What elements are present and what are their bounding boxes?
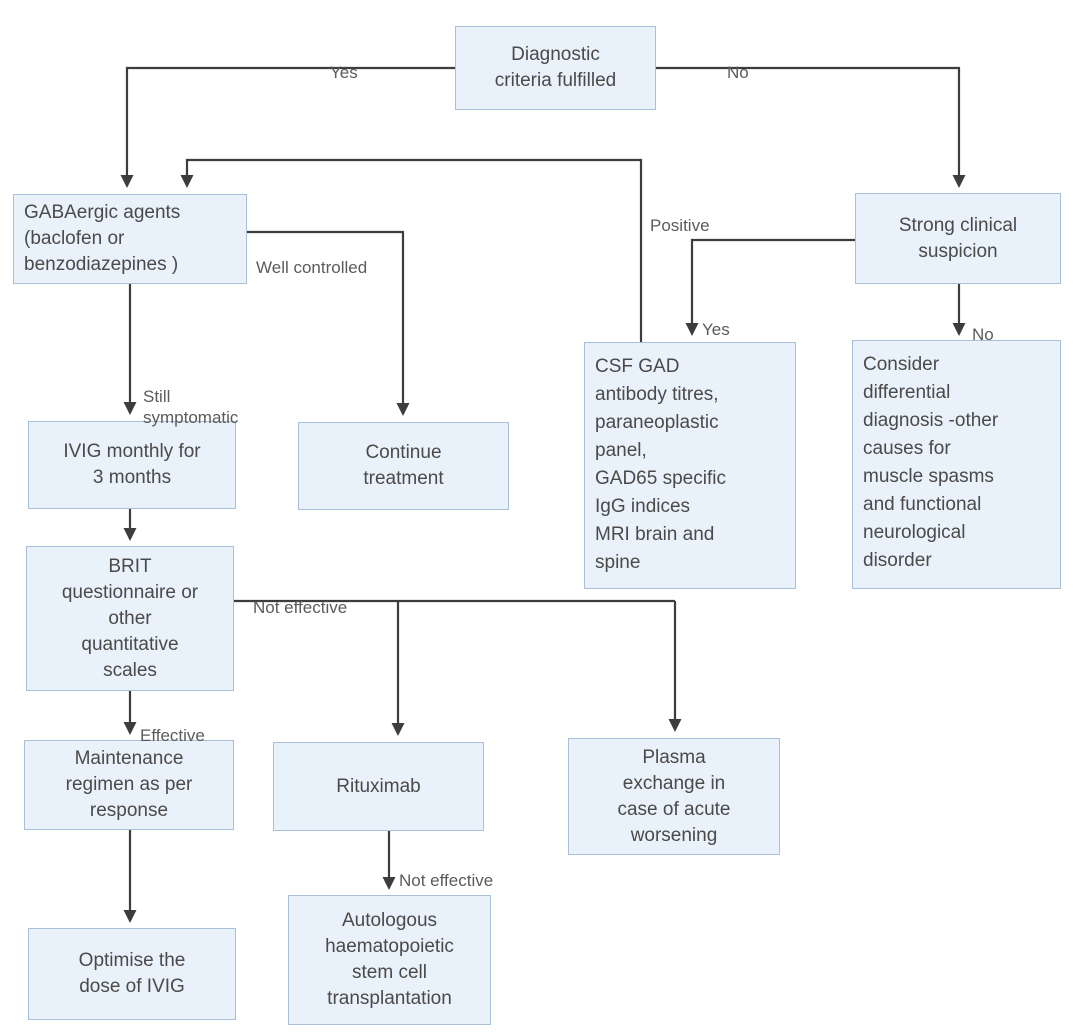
node-label: Maintenance regimen as per response bbox=[65, 748, 193, 821]
edge-label-text: Positive bbox=[650, 216, 710, 235]
node-label: BRIT questionnaire or other quantitative… bbox=[61, 555, 199, 681]
node-gabaergic-agents[interactable]: GABAergic agents (baclofen or benzodiaze… bbox=[13, 194, 247, 284]
edge-criteria-yes bbox=[120, 66, 455, 188]
edge-label-text: Not effective bbox=[253, 598, 348, 617]
node-label: Diagnostic criteria fulfilled bbox=[494, 44, 617, 91]
node-label: Optimise the dose of IVIG bbox=[78, 950, 186, 997]
node-consider-differential[interactable]: Consider differential diagnosis -other c… bbox=[852, 340, 1061, 589]
edge-label-well-controlled: Well controlled bbox=[256, 236, 367, 278]
edge-label-text: Yes bbox=[330, 63, 358, 82]
edge-criteria-no bbox=[656, 66, 966, 188]
node-label: GABAergic agents (baclofen or benzodiaze… bbox=[24, 202, 181, 275]
node-label: IVIG monthly for 3 months bbox=[63, 441, 201, 488]
edge-label-yes-suspicion: Yes bbox=[702, 298, 730, 340]
edge-label-yes-criteria: Yes bbox=[330, 41, 358, 83]
node-plasma-exchange[interactable]: Plasma exchange in case of acute worseni… bbox=[568, 738, 780, 855]
node-label: Continue treatment bbox=[363, 442, 444, 489]
node-optimise-ivig[interactable]: Optimise the dose of IVIG bbox=[28, 928, 236, 1020]
node-label: Consider differential diagnosis -other c… bbox=[863, 354, 999, 571]
node-label: Rituximab bbox=[336, 775, 421, 797]
node-csf-gad-panel[interactable]: CSF GAD antibody titres, paraneoplastic … bbox=[584, 342, 796, 589]
edge-label-text: No bbox=[972, 325, 994, 344]
edge-label-text: Yes bbox=[702, 320, 730, 339]
edge-label-text: Well controlled bbox=[256, 258, 368, 277]
node-label: Plasma exchange in case of acute worseni… bbox=[617, 746, 731, 846]
edge-label-not-effective-brit: Not effective bbox=[253, 576, 347, 618]
edge-label-effective-brit: Effective bbox=[140, 704, 205, 746]
node-label: Autologous haematopoietic stem cell tran… bbox=[325, 910, 454, 1009]
edge-label-no-criteria: No bbox=[727, 41, 749, 83]
node-ivig-monthly[interactable]: IVIG monthly for 3 months bbox=[28, 421, 236, 509]
node-diagnostic-criteria[interactable]: Diagnostic criteria fulfilled bbox=[455, 26, 656, 110]
node-maintenance-regimen[interactable]: Maintenance regimen as per response bbox=[24, 740, 234, 830]
node-label: CSF GAD antibody titres, paraneoplastic … bbox=[595, 356, 726, 573]
edge-label-text: No bbox=[727, 63, 749, 82]
node-continue-treatment[interactable]: Continue treatment bbox=[298, 422, 509, 510]
node-rituximab[interactable]: Rituximab bbox=[273, 742, 484, 831]
edge-label-text: Effective bbox=[140, 726, 205, 745]
node-label: Strong clinical suspicion bbox=[898, 214, 1018, 262]
edge-label-text: Not effective bbox=[399, 871, 494, 890]
node-autologous-hsct[interactable]: Autologous haematopoietic stem cell tran… bbox=[288, 895, 491, 1025]
edge-label-still-symptomatic: Still symptomatic bbox=[143, 365, 238, 428]
edge-label-text: Still symptomatic bbox=[143, 387, 239, 427]
edge-label-no-suspicion: No bbox=[972, 303, 994, 345]
edge-label-positive: Positive bbox=[650, 194, 710, 236]
node-brit-questionnaire[interactable]: BRIT questionnaire or other quantitative… bbox=[26, 546, 234, 691]
node-strong-clinical-suspicion[interactable]: Strong clinical suspicion bbox=[855, 193, 1061, 284]
edge-label-not-effective-rituximab: Not effective bbox=[399, 849, 493, 891]
